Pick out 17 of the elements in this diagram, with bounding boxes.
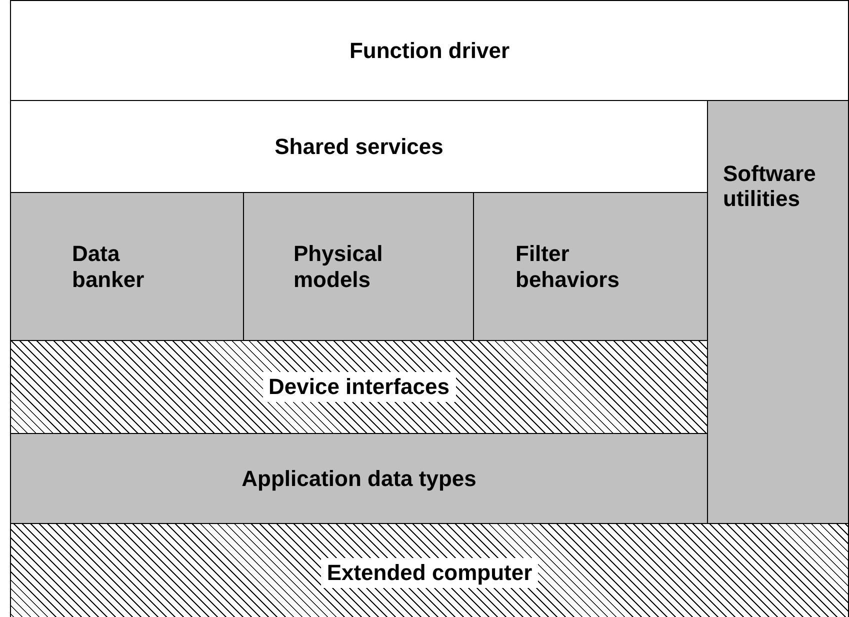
layer-label: Filter behaviors <box>516 241 620 292</box>
layer-label: Physical models <box>294 241 384 292</box>
layer-box <box>473 192 708 341</box>
layer-label: Data banker <box>72 241 146 292</box>
layer-box <box>10 523 849 617</box>
layer-label: Application data types <box>242 466 476 492</box>
layer-label: Shared services <box>274 134 444 160</box>
layer-box <box>10 340 708 434</box>
layer-box <box>243 192 474 341</box>
layer-label: Function driver <box>349 38 510 64</box>
layer-box <box>10 433 708 524</box>
layer-box <box>10 192 244 341</box>
layer-label: Software utilities <box>723 161 817 212</box>
layer-box <box>707 100 849 524</box>
layer-label: Device interfaces <box>262 372 456 402</box>
layer-label: Extended computer <box>320 558 538 588</box>
layer-box <box>10 0 849 101</box>
